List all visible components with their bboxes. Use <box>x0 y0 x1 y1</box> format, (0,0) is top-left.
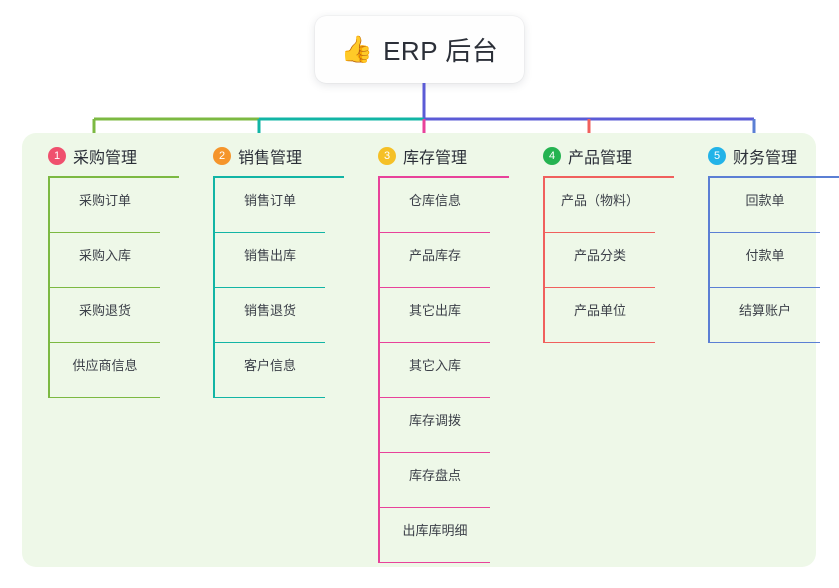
column-2: 2 销售管理销售订单销售出库销售退货客户信息 <box>199 133 364 398</box>
column-badge-5: 5 <box>708 146 726 165</box>
columns-container: 1 采购管理采购订单采购入库采购退货供应商信息 2 销售管理销售订单销售出库销售退货客… <box>22 133 839 567</box>
list-item-label: 采购入库 <box>78 247 131 263</box>
column-1: 1 采购管理采购订单采购入库采购退货供应商信息 <box>34 133 199 398</box>
column-items-5: 回款单付款单结算账户 <box>708 178 839 343</box>
list-item-label: 销售订单 <box>243 192 296 208</box>
list-item[interactable]: 出库库明细 <box>380 508 490 563</box>
column-items-3: 仓库信息产品库存其它出库其它入库库存调拨库存盘点出库库明细 <box>378 178 529 563</box>
list-item[interactable]: 付款单 <box>710 233 820 288</box>
column-underline-5 <box>708 176 839 178</box>
column-underline-2 <box>213 176 344 178</box>
list-item-label: 仓库信息 <box>408 192 461 208</box>
list-item[interactable]: 回款单 <box>710 178 820 233</box>
list-item[interactable]: 产品分类 <box>545 233 655 288</box>
list-item-label: 产品分类 <box>573 247 626 263</box>
column-3: 3 库存管理仓库信息产品库存其它出库其它入库库存调拨库存盘点出库库明细 <box>364 133 529 563</box>
list-item[interactable]: 客户信息 <box>215 343 325 398</box>
list-item-label: 客户信息 <box>243 357 296 373</box>
list-item-label: 供应商信息 <box>72 357 138 373</box>
list-item-label: 其它出库 <box>408 302 461 318</box>
column-underline-1 <box>48 176 179 178</box>
list-item-label: 采购订单 <box>78 192 131 208</box>
root-node-card[interactable]: 👍 ERP 后台 <box>315 16 524 83</box>
column-title-3: 库存管理 <box>403 149 468 167</box>
column-title-4: 产品管理 <box>568 149 633 167</box>
list-item-label: 库存盘点 <box>408 467 461 483</box>
list-item-label: 产品库存 <box>408 247 461 263</box>
list-item-label: 库存调拨 <box>408 412 461 428</box>
list-item[interactable]: 库存盘点 <box>380 453 490 508</box>
column-badge-1: 1 <box>48 146 66 165</box>
column-badge-4: 4 <box>543 146 561 165</box>
list-item-label: 采购退货 <box>78 302 131 318</box>
root-node-title: ERP 后台 <box>383 36 499 66</box>
list-item-label: 其它入库 <box>408 357 461 373</box>
list-item[interactable]: 销售出库 <box>215 233 325 288</box>
list-item[interactable]: 销售退货 <box>215 288 325 343</box>
list-item[interactable]: 库存调拨 <box>380 398 490 453</box>
list-item-label: 出库库明细 <box>402 522 468 538</box>
list-item[interactable]: 采购退货 <box>50 288 160 343</box>
column-5: 5 财务管理回款单付款单结算账户 <box>694 133 839 343</box>
list-item-label: 销售出库 <box>243 247 296 263</box>
column-badge-2: 2 <box>213 146 231 165</box>
list-item-label: 结算账户 <box>738 302 791 318</box>
list-item-label: 产品（物料） <box>560 192 639 208</box>
column-items-1: 采购订单采购入库采购退货供应商信息 <box>48 178 199 398</box>
column-header-3[interactable]: 3 库存管理 <box>364 133 529 178</box>
list-item[interactable]: 供应商信息 <box>50 343 160 398</box>
column-items-2: 销售订单销售出库销售退货客户信息 <box>213 178 364 398</box>
list-item-label: 销售退货 <box>243 302 296 318</box>
column-4: 4 产品管理产品（物料） 产品分类产品单位 <box>529 133 694 343</box>
list-item[interactable]: 产品库存 <box>380 233 490 288</box>
list-item-label: 回款单 <box>745 192 785 208</box>
list-item[interactable]: 采购入库 <box>50 233 160 288</box>
list-item[interactable]: 产品（物料） <box>545 178 655 233</box>
column-title-5: 财务管理 <box>733 149 798 167</box>
list-item[interactable]: 销售订单 <box>215 178 325 233</box>
content-panel <box>22 133 816 567</box>
column-header-1[interactable]: 1 采购管理 <box>34 133 199 178</box>
list-item[interactable]: 仓库信息 <box>380 178 490 233</box>
column-title-2: 销售管理 <box>238 149 303 167</box>
list-item[interactable]: 结算账户 <box>710 288 820 343</box>
column-title-1: 采购管理 <box>73 149 138 167</box>
thumbs-up-icon: 👍 <box>340 33 374 64</box>
column-header-5[interactable]: 5 财务管理 <box>694 133 839 178</box>
list-item[interactable]: 产品单位 <box>545 288 655 343</box>
list-item[interactable]: 采购订单 <box>50 178 160 233</box>
column-header-2[interactable]: 2 销售管理 <box>199 133 364 178</box>
list-item-label: 付款单 <box>745 247 785 263</box>
list-item-label: 产品单位 <box>573 302 626 318</box>
column-badge-3: 3 <box>378 146 396 165</box>
column-items-4: 产品（物料） 产品分类产品单位 <box>543 178 694 343</box>
column-underline-3 <box>378 176 509 178</box>
column-underline-4 <box>543 176 674 178</box>
list-item[interactable]: 其它出库 <box>380 288 490 343</box>
column-header-4[interactable]: 4 产品管理 <box>529 133 694 178</box>
list-item[interactable]: 其它入库 <box>380 343 490 398</box>
